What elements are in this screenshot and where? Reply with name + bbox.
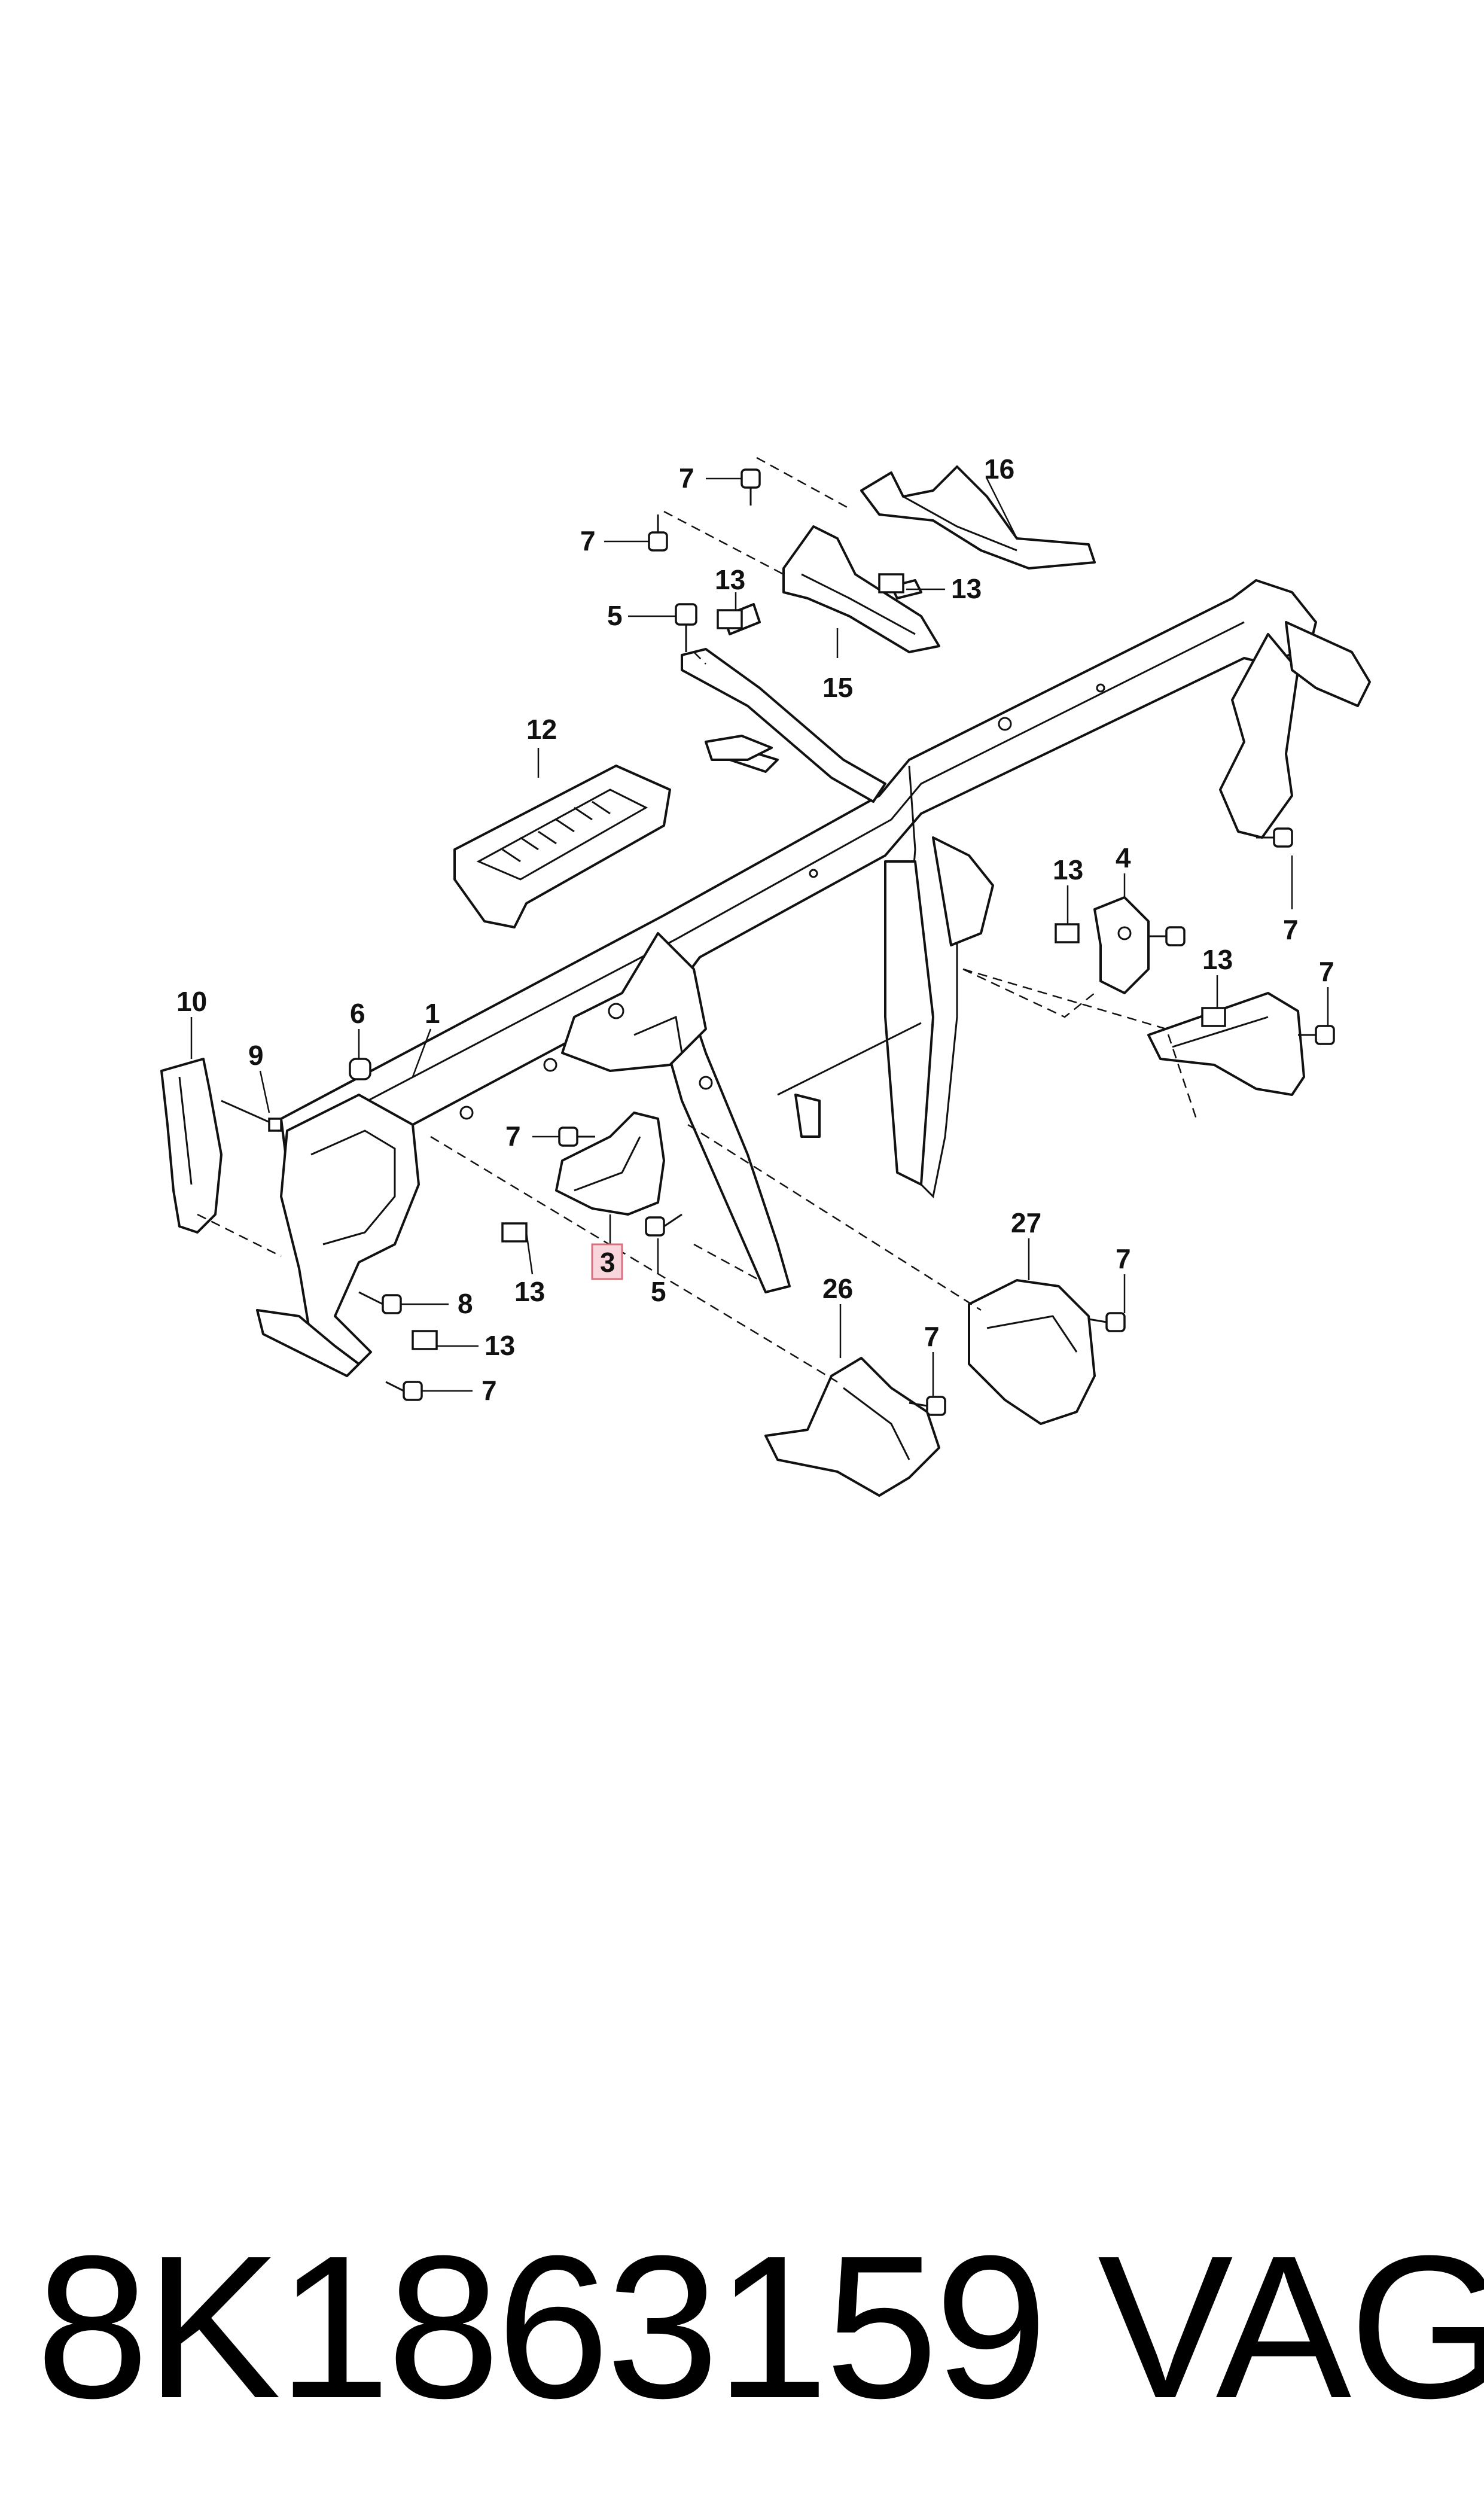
clip-icon — [501, 1222, 528, 1243]
bolt-icon — [358, 1291, 402, 1314]
callout-7: 7 — [1116, 1243, 1131, 1274]
bolt-icon — [558, 1126, 595, 1147]
callout-13: 13 — [1053, 854, 1083, 885]
callout-labels: 16 7 7 13 13 5 15 12 13 4 7 13 7 10 6 1 … — [176, 453, 1334, 1406]
clip-icon — [717, 609, 743, 629]
callout-6: 6 — [350, 998, 365, 1029]
highlight-box — [591, 1243, 623, 1280]
vent-grille-12 — [453, 765, 671, 928]
nut-icon — [349, 1058, 371, 1080]
leader-lines — [190, 477, 1329, 1397]
side-bracket-10 — [160, 1058, 223, 1234]
bolt-icon — [909, 1396, 946, 1416]
upper-brace — [681, 648, 886, 803]
bolt-icon — [741, 468, 761, 506]
callout-1: 1 — [425, 998, 440, 1029]
callout-8: 8 — [458, 1288, 473, 1319]
callout-3: 3 — [600, 1247, 615, 1278]
bolt-icon — [1298, 1025, 1335, 1045]
stud-icon — [221, 1100, 282, 1132]
callout-13: 13 — [514, 1276, 545, 1307]
callout-10: 10 — [176, 986, 207, 1017]
part-number: 8K1863159 — [36, 2213, 1048, 2441]
bracket-3 — [555, 1112, 665, 1216]
bolt-icon — [645, 1213, 682, 1237]
callout-4: 4 — [1116, 842, 1131, 873]
callout-7: 7 — [505, 1121, 521, 1152]
bolt-icon — [648, 514, 668, 552]
callout-5: 5 — [607, 600, 623, 631]
clip-icon — [1201, 1007, 1226, 1027]
callout-13: 13 — [1202, 944, 1233, 975]
bracket-26 — [764, 1357, 940, 1497]
clip-icon — [878, 573, 904, 593]
callout-7: 7 — [482, 1375, 497, 1406]
callout-7: 7 — [924, 1321, 940, 1352]
callout-13: 13 — [715, 564, 745, 595]
callout-12: 12 — [526, 714, 557, 745]
lower-right-bracket — [1147, 992, 1305, 1096]
bolt-icon — [385, 1381, 423, 1401]
bolt-icon — [1088, 1312, 1126, 1332]
brand-name: VAG — [1098, 2213, 1484, 2441]
callout-15: 15 — [822, 672, 853, 703]
bracket-4 — [1093, 896, 1150, 994]
bolt-icon — [1256, 827, 1293, 848]
callout-7: 7 — [1283, 914, 1299, 945]
callout-7: 7 — [580, 525, 596, 556]
bracket-27 — [968, 1279, 1096, 1425]
clip-icon — [1055, 923, 1080, 943]
callout-7: 7 — [1319, 956, 1334, 987]
callout-9: 9 — [248, 1040, 264, 1071]
callout-13: 13 — [484, 1330, 515, 1361]
fasteners — [221, 468, 1335, 1416]
bolt-icon — [675, 603, 697, 652]
cross-car-beam — [256, 579, 1371, 1377]
callout-5: 5 — [651, 1276, 666, 1307]
callout-27: 27 — [1011, 1207, 1041, 1238]
callout-13: 13 — [951, 573, 982, 604]
callout-26: 26 — [822, 1273, 853, 1304]
bolt-icon — [1148, 926, 1186, 946]
callout-16: 16 — [984, 453, 1014, 485]
clip-icon — [412, 1330, 438, 1350]
callout-7: 7 — [679, 462, 694, 494]
assembly-lines — [197, 456, 1197, 1383]
